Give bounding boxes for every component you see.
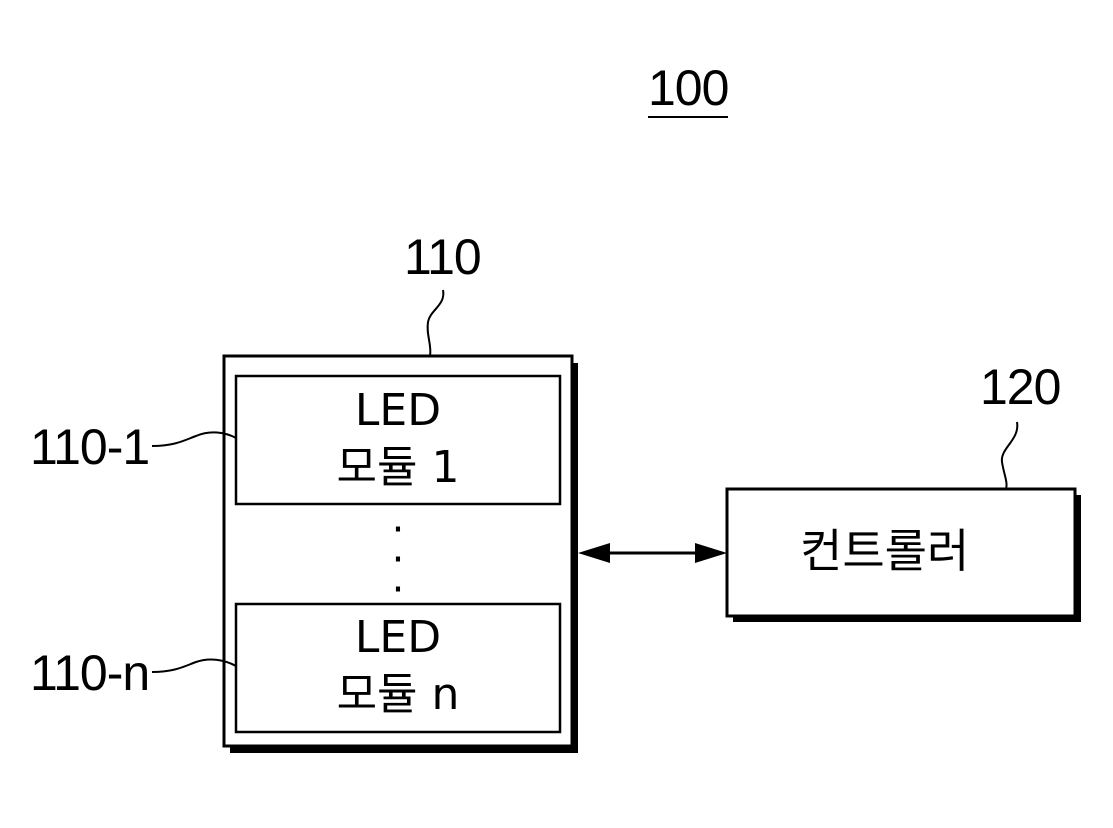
module-last-title: LED	[236, 612, 560, 664]
module-last-ref-label: 110-n	[30, 648, 149, 698]
module-first-ref-label: 110-1	[30, 422, 149, 472]
ellipsis-dots-lower: ·	[378, 575, 418, 605]
module-first-subtitle: 모듈 1	[236, 442, 560, 494]
leader-120	[1002, 422, 1017, 489]
module-last-subtitle: 모듈 n	[236, 669, 560, 721]
module-first-title: LED	[236, 385, 560, 437]
arrowhead-left	[578, 543, 610, 563]
figure-ref-label: 100	[648, 63, 728, 113]
arrowhead-right	[695, 543, 727, 563]
controller-ref-label: 120	[980, 362, 1060, 412]
module-ellipsis: · · ·	[378, 515, 418, 605]
group-ref-label: 110	[404, 232, 481, 282]
leader-110	[428, 290, 444, 356]
controller-label: 컨트롤러	[800, 528, 969, 574]
